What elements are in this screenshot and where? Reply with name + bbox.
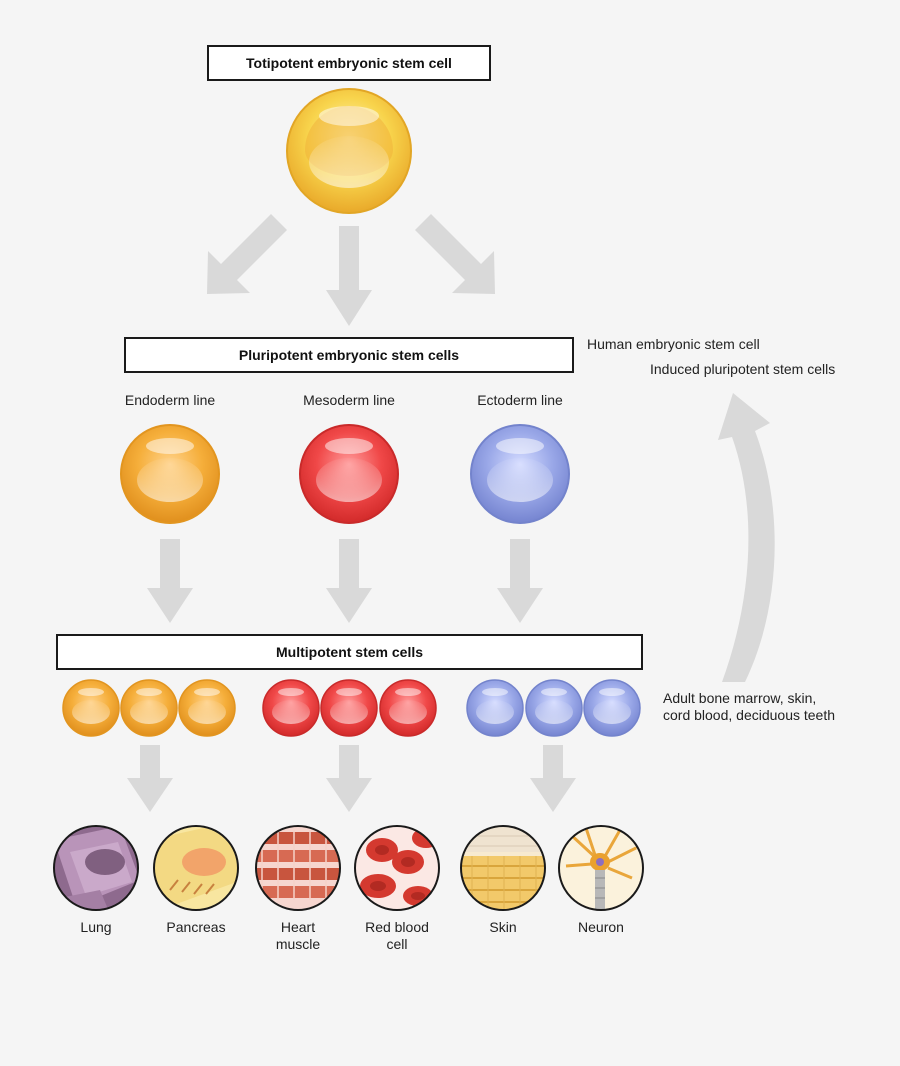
multipotent-cell <box>120 679 178 737</box>
arrows-level-1 <box>207 214 495 326</box>
multipotent-cell <box>466 679 524 737</box>
cell-type-label-lung: Lung <box>80 919 112 935</box>
skin-cell-image <box>460 825 546 911</box>
pluripotent-title: Pluripotent embryonic stem cells <box>238 347 460 363</box>
arrow-down-mesoderm <box>326 539 372 623</box>
endoderm-line-label: Endoderm line <box>124 392 216 408</box>
multipotent-cell <box>583 679 641 737</box>
arrow-down-ectoderm-2 <box>530 745 576 812</box>
mesoderm-cell <box>299 424 399 524</box>
endoderm-cell <box>120 424 220 524</box>
arrow-down-endoderm-2 <box>127 745 173 812</box>
multipotent-cell <box>525 679 583 737</box>
multipotent-cell <box>320 679 378 737</box>
multipotent-cell <box>379 679 437 737</box>
cell-type-label-skin: Skin <box>489 919 517 935</box>
ectoderm-cell <box>470 424 570 524</box>
arrows-level-3 <box>127 745 576 812</box>
arrows-level-2 <box>147 539 543 623</box>
arrow-down-endoderm <box>147 539 193 623</box>
multipotent-cell <box>262 679 320 737</box>
cell-type-label-red-blood-cell: Red blood cell <box>365 919 429 952</box>
multipotent-title: Multipotent stem cells <box>275 644 424 660</box>
totipotent-cell <box>286 88 412 214</box>
arrow-down-right <box>415 214 495 294</box>
arrow-down-ectoderm <box>497 539 543 623</box>
multipotent-mesoderm-cells <box>262 679 437 737</box>
lung-cell-image <box>53 825 139 911</box>
pluripotent-source-2: Induced pluripotent stem cells <box>650 361 836 377</box>
arrow-down-mesoderm-2 <box>326 745 372 812</box>
multipotent-cell <box>62 679 120 737</box>
red-blood-cell-image <box>354 825 440 911</box>
multipotent-endoderm-cells <box>62 679 236 737</box>
multipotent-ectoderm-cells <box>466 679 641 737</box>
cell-type-label-neuron: Neuron <box>578 919 624 935</box>
pluripotent-source-1: Human embryonic stem cell <box>587 336 760 352</box>
multipotent-source-1: Adult bone marrow, skin, <box>663 690 817 706</box>
pluripotent-title-box: Pluripotent embryonic stem cells <box>124 337 574 373</box>
totipotent-title: Totipotent embryonic stem cell <box>246 55 452 71</box>
arrow-down-left <box>207 214 287 294</box>
totipotent-title-box: Totipotent embryonic stem cell <box>207 45 491 81</box>
multipotent-cell <box>178 679 236 737</box>
heart-muscle-image <box>255 825 341 911</box>
pancreas-cell-image <box>153 825 239 911</box>
cell-type-label-pancreas: Pancreas <box>166 919 226 935</box>
reprogramming-arrow <box>718 393 775 682</box>
ectoderm-line-label: Ectoderm line <box>477 392 563 408</box>
neuron-cell-image <box>558 825 644 911</box>
cell-type-label-heart-muscle: Heart muscle <box>275 919 321 952</box>
mesoderm-line-label: Mesoderm line <box>303 392 395 408</box>
multipotent-title-box: Multipotent stem cells <box>56 634 643 670</box>
multipotent-source-2: cord blood, deciduous teeth <box>663 707 836 723</box>
arrow-down <box>326 226 372 326</box>
